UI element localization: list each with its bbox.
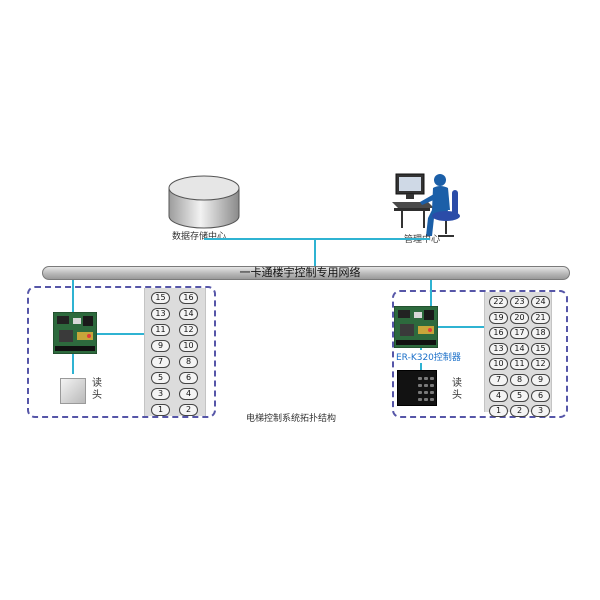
keypad-key [424, 391, 428, 394]
database-icon [168, 175, 240, 229]
floor-button: 17 [510, 327, 529, 340]
floor-button: 18 [531, 327, 550, 340]
floor-button: 1 [489, 405, 508, 418]
management-label: 管理中心 [404, 235, 441, 245]
workstation-icon [392, 173, 460, 237]
floor-button: 15 [531, 342, 550, 355]
keypad-key [424, 377, 428, 380]
floor-button: 6 [179, 372, 198, 384]
keypad-reader-icon [397, 370, 437, 406]
floor-button: 12 [179, 324, 198, 336]
right-reader-label: 读 头 [452, 378, 462, 401]
floor-button: 9 [531, 374, 550, 386]
diagram-caption: 电梯控制系统拓扑结构 [246, 414, 337, 424]
right-elevator-group [392, 290, 568, 418]
network-bus-label: 一卡通楼宇控制专用网络 [239, 266, 361, 279]
keypad-key [430, 391, 434, 394]
right-drop-line [430, 280, 432, 306]
floor-button: 12 [531, 358, 550, 371]
right-controller-board-icon [394, 306, 438, 348]
floor-button: 7 [489, 374, 508, 386]
keypad-key [418, 384, 422, 387]
top-drop-line [314, 238, 316, 266]
floor-button: 20 [510, 311, 529, 324]
floor-button: 8 [510, 374, 529, 386]
floor-button: 14 [179, 308, 198, 320]
left-drop-line [72, 280, 74, 312]
floor-button: 6 [531, 389, 550, 402]
floor-button: 4 [489, 389, 508, 402]
floor-button: 16 [489, 327, 508, 340]
floor-button: 8 [179, 356, 198, 368]
network-bus [42, 266, 570, 280]
floor-button: 21 [531, 311, 550, 324]
floor-button: 5 [151, 372, 170, 384]
floor-button: 4 [179, 388, 198, 400]
floor-button: 2 [179, 404, 198, 416]
keypad-key [424, 384, 428, 387]
floor-button: 14 [510, 342, 529, 355]
floor-button: 13 [151, 308, 170, 320]
right-panel-link-line [438, 326, 484, 328]
floor-button: 7 [151, 356, 170, 368]
left-elevator-group [27, 286, 216, 418]
keypad-key [418, 377, 422, 380]
floor-button: 9 [151, 340, 170, 352]
keypad-key [418, 391, 422, 394]
floor-button: 24 [531, 296, 550, 308]
left-controller-board-icon [53, 312, 97, 354]
floor-button: 22 [489, 296, 508, 308]
keypad-key [430, 398, 434, 401]
floor-button: 5 [510, 389, 529, 402]
storage-label: 数据存储中心 [172, 232, 227, 242]
keypad-key [430, 384, 434, 387]
left-panel-link-line [97, 333, 144, 335]
floor-button: 2 [510, 405, 529, 418]
floor-button: 16 [179, 292, 198, 304]
floor-button: 1 [151, 404, 170, 416]
floor-button: 3 [151, 388, 170, 400]
floor-button: 15 [151, 292, 170, 304]
top-link-line [204, 238, 430, 240]
left-reader-label: 读 头 [92, 378, 102, 401]
floor-button: 13 [489, 342, 508, 355]
controller-label: ER-K320控制器 [396, 350, 461, 363]
floor-button: 11 [151, 324, 170, 336]
floor-button: 3 [531, 405, 550, 418]
keypad-key [418, 398, 422, 401]
keypad-key [424, 398, 428, 401]
floor-button: 19 [489, 311, 508, 324]
floor-button: 10 [489, 358, 508, 371]
floor-button: 11 [510, 358, 529, 371]
left-reader-link-line [72, 354, 74, 374]
floor-button: 10 [179, 340, 198, 352]
left-card-reader-icon [60, 378, 86, 404]
floor-button: 23 [510, 296, 529, 308]
keypad-key [430, 377, 434, 380]
